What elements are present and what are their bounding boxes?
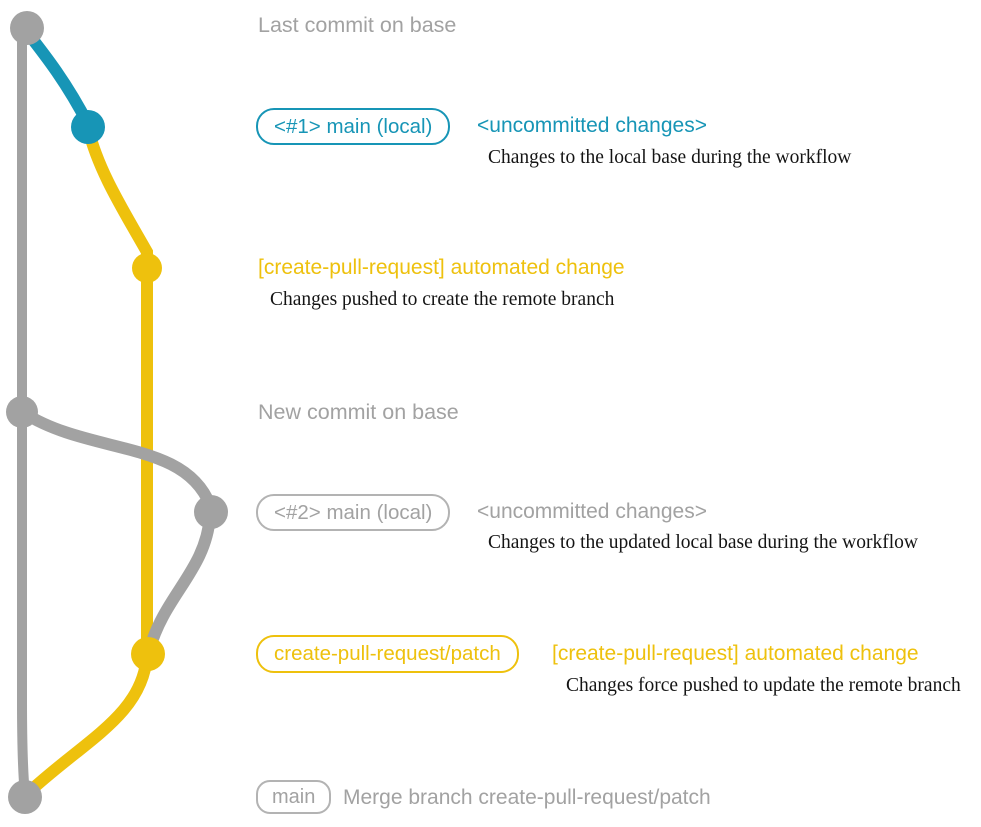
uncommitted-changes-note-1: <uncommitted changes>: [477, 114, 707, 137]
row2-description: Changes pushed to create the remote bran…: [270, 289, 615, 310]
last-commit-label: Last commit on base: [258, 13, 457, 37]
commit-node-merge: [8, 780, 42, 814]
merge-commit-label: Merge branch create-pull-request/patch: [343, 786, 711, 809]
row1-description: Changes to the local base during the wor…: [488, 147, 852, 168]
uncommitted-changes-note-2: <uncommitted changes>: [477, 500, 707, 523]
branch-badge-main-local-2: <#2> main (local): [256, 494, 451, 531]
commit-node-patch-2: [131, 637, 165, 671]
branch-badge-patch: create-pull-request/patch: [256, 635, 519, 673]
row4-description: Changes force pushed to update the remot…: [566, 675, 961, 696]
base-update-line: [18, 407, 216, 511]
commit-node-local-1: [71, 110, 105, 144]
row3-description: Changes to the updated local base during…: [488, 532, 918, 553]
new-commit-label: New commit on base: [258, 400, 459, 424]
automated-change-label-2: [create-pull-request] automated change: [552, 642, 919, 665]
branch-badge-main-local-1: <#1> main (local): [256, 108, 451, 145]
automated-change-label-1: [create-pull-request] automated change: [258, 256, 625, 279]
patch-branch-line: [22, 122, 153, 799]
rebase-line: [144, 510, 216, 654]
local-main-branch-line: [21, 26, 94, 130]
commit-node-new-base: [6, 396, 38, 428]
branch-badge-main: main: [256, 780, 332, 814]
commit-node-last-base: [10, 11, 44, 45]
commit-node-patch-1: [132, 253, 162, 283]
commit-node-local-2: [194, 495, 228, 529]
